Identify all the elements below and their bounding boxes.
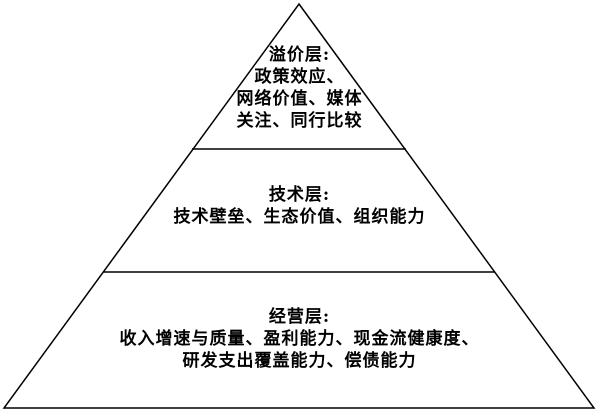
layer-premium-line-2: 网络价值、媒体 <box>236 89 363 109</box>
layer-premium: 溢价层: 政策效应、 网络价值、媒体 关注、同行比较 <box>0 44 599 132</box>
layer-premium-line-1: 政策效应、 <box>254 67 345 87</box>
layer-technology-line-1: 技术壁垒、生态价值、组织能力 <box>173 207 426 227</box>
layer-technology: 技术层: 技术壁垒、生态价值、组织能力 <box>0 184 599 228</box>
layer-operations-title: 经营层: <box>268 307 331 327</box>
layer-operations: 经营层: 收入增速与质量、盈利能力、现金流健康度、 研发支出覆盖能力、偿债能力 <box>0 306 599 372</box>
layer-operations-line-2: 研发支出覆盖能力、偿债能力 <box>182 351 417 371</box>
layer-premium-title: 溢价层: <box>268 45 331 65</box>
layer-premium-line-3: 关注、同行比较 <box>236 111 363 131</box>
layer-technology-title: 技术层: <box>268 185 331 205</box>
pyramid-outline <box>2 2 596 409</box>
layer-operations-line-1: 收入增速与质量、盈利能力、现金流健康度、 <box>119 329 480 349</box>
